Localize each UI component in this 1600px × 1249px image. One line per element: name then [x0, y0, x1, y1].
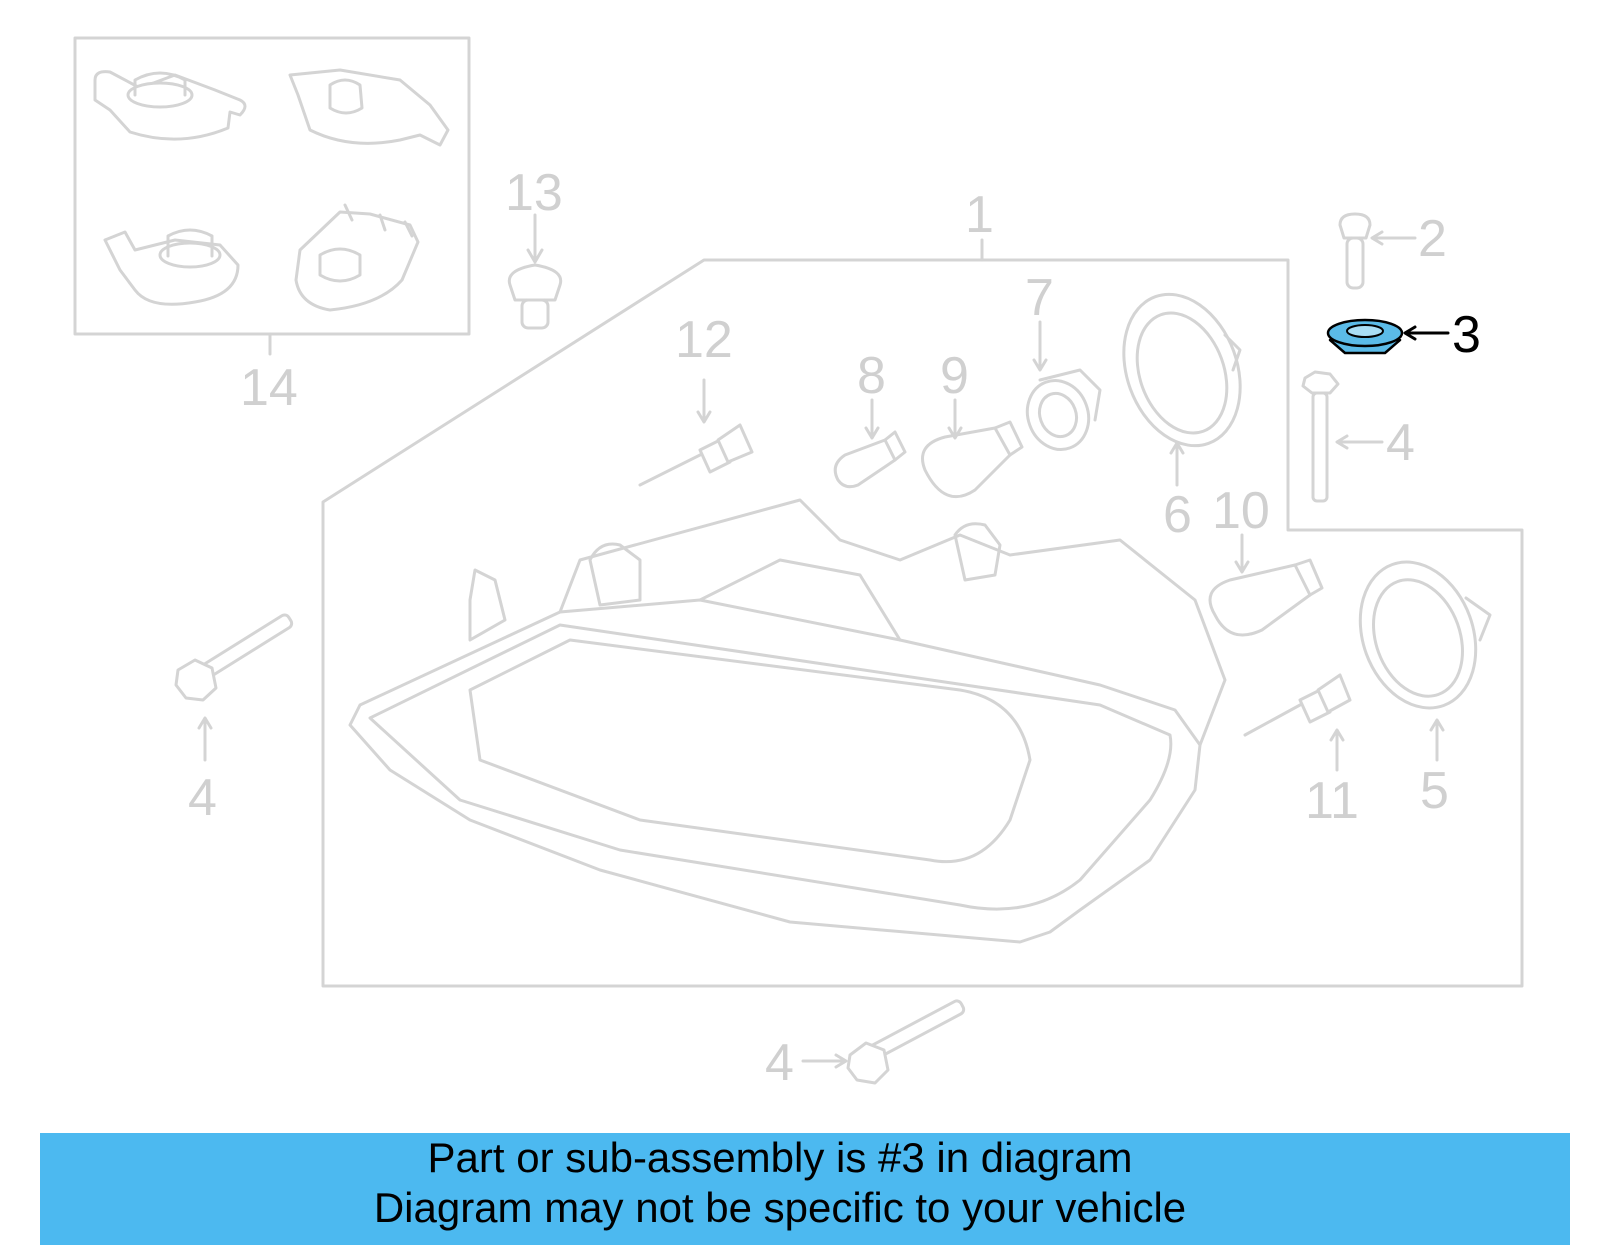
- callout-14: 14: [240, 359, 298, 417]
- part-5-cover: [1358, 560, 1492, 710]
- part-4-bolt-right: [1301, 370, 1340, 503]
- parts-diagram: 1 2 3 4 4 4 5 6 7 8 9 10 11 12 13 14: [73, 36, 1524, 1092]
- part-4-bolt-bottom: [846, 999, 966, 1085]
- assembly-box-1: [321, 238, 1524, 988]
- callout-3: 3: [1452, 306, 1481, 364]
- banner-line-2: Diagram may not be specific to your vehi…: [373, 1184, 1187, 1231]
- part-6-cover: [1122, 292, 1242, 448]
- leader-arrows: [197, 213, 1450, 1069]
- banner-line-1: Part or sub-assembly is #3 in diagram: [427, 1134, 1133, 1181]
- callout-4-right: 4: [1386, 414, 1415, 472]
- callout-2: 2: [1418, 210, 1447, 268]
- callout-1: 1: [965, 186, 994, 244]
- part-9-bulb: [921, 420, 1024, 499]
- info-banner: Part or sub-assembly is #3 in diagram Di…: [40, 1133, 1570, 1245]
- headlamp-assembly: [348, 498, 1227, 944]
- callout-10: 10: [1212, 482, 1270, 540]
- part-2-pin: [1338, 212, 1372, 290]
- part-12-bulb: [638, 423, 754, 487]
- callout-4-bottom: 4: [765, 1034, 794, 1092]
- part-11-bulb: [1243, 673, 1352, 737]
- callout-6: 6: [1163, 486, 1192, 544]
- part-3-clip-nut: [1326, 318, 1404, 355]
- part-8-bulb: [833, 430, 907, 489]
- part-7-socket: [1025, 368, 1102, 451]
- part-13-grommet: [507, 263, 563, 330]
- callout-12: 12: [675, 311, 733, 369]
- part-4-bolt-left: [174, 613, 294, 702]
- part-10-bulb: [1208, 558, 1324, 637]
- callout-7: 7: [1025, 269, 1054, 327]
- callout-8: 8: [857, 347, 886, 405]
- callout-9: 9: [940, 347, 969, 405]
- callout-5: 5: [1420, 762, 1449, 820]
- inset-box-14: [73, 36, 471, 356]
- callout-4-left: 4: [188, 769, 217, 827]
- callout-labels: 1 2 3 4 4 4 5 6 7 8 9 10 11 12 13 14: [188, 164, 1481, 1092]
- callout-13: 13: [505, 164, 563, 222]
- connector-sub-parts: [93, 68, 450, 312]
- callout-11: 11: [1305, 772, 1359, 830]
